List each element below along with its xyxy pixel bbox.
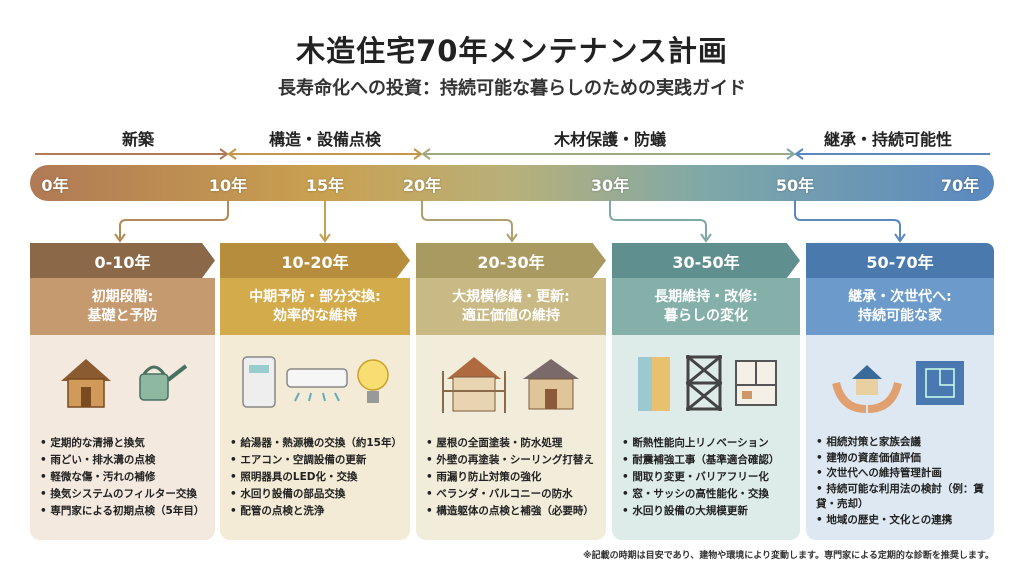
year-label: 15年 bbox=[305, 176, 345, 195]
heading-line: 基礎と予防 bbox=[87, 307, 158, 324]
card-range: 50-70年 bbox=[806, 243, 994, 278]
card-heading: 初期段階: 基礎と予防 bbox=[30, 278, 215, 335]
year-label: 10年 bbox=[208, 176, 248, 195]
phase-label: 木材保護・防蟻 bbox=[553, 130, 667, 149]
task-item: 相続対策と家族会議 bbox=[816, 435, 990, 451]
heading-line: 暮らしの変化 bbox=[664, 307, 748, 324]
house-scaffolding-icon bbox=[442, 357, 506, 413]
task-item: 軽微な傷・汚れの補修 bbox=[40, 469, 211, 486]
watering-can-icon bbox=[138, 364, 187, 401]
task-item: 雨どい・排水溝の点検 bbox=[40, 452, 211, 469]
page-title: 木造住宅70年メンテナンス計画 bbox=[296, 34, 728, 68]
card-heading: 中期予防・部分交換: 効率的な維持 bbox=[220, 278, 410, 335]
heading-line: 中期予防・部分交換: bbox=[249, 288, 381, 305]
task-list: 相続対策と家族会議 建物の資産価値評価 次世代への維持管理計画 持続可能な利用法… bbox=[816, 435, 990, 528]
card-10-20: 10-20年 中期予防・部分交換: 効率的な維持 給湯器・熱源機の交換（約15年）… bbox=[220, 243, 410, 540]
wooden-house-icon bbox=[60, 359, 111, 408]
task-item: 外壁の再塗装・シーリング打替え bbox=[426, 452, 602, 469]
card-heading: 長期維持・改修: 暮らしの変化 bbox=[612, 278, 800, 335]
task-item: 雨漏り防止対策の強化 bbox=[426, 469, 602, 486]
year-label: 70年 bbox=[940, 176, 980, 195]
card-heading: 大規模修繕・更新: 適正価値の維持 bbox=[416, 278, 606, 335]
task-item: 窓・サッシの高性能化・交換 bbox=[622, 486, 796, 503]
card-0-10: 0-10年 初期段階: 基礎と予防 定期的な清掃と換気 雨どい・排水溝の点検 軽微… bbox=[30, 243, 215, 540]
card-range: 20-30年 bbox=[416, 243, 606, 278]
task-item: 次世代への維持管理計画 bbox=[816, 466, 990, 482]
timeline-bar bbox=[30, 165, 994, 201]
task-item: 屋根の全面塗装・防水処理 bbox=[426, 435, 602, 452]
card-body: 相続対策と家族会議 建物の資産価値評価 次世代への維持管理計画 持続可能な利用法… bbox=[806, 335, 994, 540]
card-body: 断熱性能向上リノベーション 耐震補強工事（基準適合確認） 間取り変更・バリアフリ… bbox=[612, 335, 800, 540]
task-item: 配管の点検と洗浄 bbox=[230, 503, 406, 520]
task-item: 換気システムのフィルター交換 bbox=[40, 486, 211, 503]
card-20-30: 20-30年 大規模修繕・更新: 適正価値の維持 屋根の全面塗装・防水処理 外壁の… bbox=[416, 243, 606, 540]
heading-line: 初期段階: bbox=[91, 288, 154, 305]
card-range: 30-50年 bbox=[612, 243, 800, 278]
task-item: 建物の資産価値評価 bbox=[816, 451, 990, 467]
hands-holding-house-icon bbox=[832, 365, 902, 413]
task-item: 給湯器・熱源機の交換（約15年） bbox=[230, 435, 406, 452]
roof-house-icon bbox=[523, 359, 579, 410]
heading-line: 効率的な維持 bbox=[273, 307, 357, 324]
page-subtitle: 長寿命化への投資：持続可能な暮らしのための実践ガイド bbox=[278, 78, 746, 99]
insulation-panel-icon bbox=[638, 357, 670, 411]
card-range: 10-20年 bbox=[220, 243, 410, 278]
task-item: 耐震補強工事（基準適合確認） bbox=[622, 452, 796, 469]
card-range: 0-10年 bbox=[30, 243, 215, 278]
task-item: 持続可能な利用法の検討（例：賃貸・売却） bbox=[816, 482, 990, 513]
heading-line: 長期維持・改修: bbox=[654, 288, 758, 305]
task-item: 間取り変更・バリアフリー化 bbox=[622, 469, 796, 486]
heading-line: 持続可能な家 bbox=[858, 307, 942, 324]
task-item: 専門家による初期点検（5年目） bbox=[40, 503, 211, 520]
task-item: 水回り設備の大規模更新 bbox=[622, 503, 796, 520]
card-body: 定期的な清掃と換気 雨どい・排水溝の点検 軽微な傷・汚れの補修 換気システムのフ… bbox=[30, 335, 215, 540]
task-item: 定期的な清掃と換気 bbox=[40, 435, 211, 452]
year-label: 30年 bbox=[590, 176, 630, 195]
task-item: 断熱性能向上リノベーション bbox=[622, 435, 796, 452]
task-list: 屋根の全面塗装・防水処理 外壁の再塗装・シーリング打替え 雨漏り防止対策の強化 … bbox=[426, 435, 602, 520]
timeline-connectors bbox=[114, 200, 906, 243]
phase-arrows bbox=[35, 148, 990, 160]
phase-label: 構造・設備点検 bbox=[268, 130, 382, 149]
seismic-frame-icon bbox=[686, 355, 722, 411]
year-label: 20年 bbox=[402, 176, 442, 195]
card-heading: 継承・次世代へ: 持続可能な家 bbox=[806, 278, 994, 335]
task-list: 断熱性能向上リノベーション 耐震補強工事（基準適合確認） 間取り変更・バリアフリ… bbox=[622, 435, 796, 520]
phase-label: 継承・持続可能性 bbox=[823, 130, 953, 149]
heading-line: 継承・次世代へ: bbox=[848, 288, 952, 305]
footnote: ※記載の時期は目安であり、建物や環境により変動します。専門家による定期的な診断を… bbox=[582, 551, 994, 561]
floor-plan-icon bbox=[735, 360, 777, 406]
task-item: 水回り設備の部品交換 bbox=[230, 486, 406, 503]
task-item: 構造躯体の点検と補強（必要時） bbox=[426, 503, 602, 520]
task-item: 地域の歴史・文化との連携 bbox=[816, 513, 990, 529]
light-bulb-icon bbox=[357, 359, 389, 403]
task-item: エアコン・空調設備の更新 bbox=[230, 452, 406, 469]
task-item: ベランダ・バルコニーの防水 bbox=[426, 486, 602, 503]
card-body: 給湯器・熱源機の交換（約15年） エアコン・空調設備の更新 照明器具のLED化・… bbox=[220, 335, 410, 540]
card-30-50: 30-50年 長期維持・改修: 暮らしの変化 断熱性能向上リノベーション 耐震補強… bbox=[612, 243, 800, 540]
task-list: 定期的な清掃と換気 雨どい・排水溝の点検 軽微な傷・汚れの補修 換気システムのフ… bbox=[40, 435, 211, 520]
card-50-70: 50-70年 継承・次世代へ: 持続可能な家 相続対策と家族会議 建物の資産価値評… bbox=[806, 243, 994, 540]
air-conditioner-icon bbox=[286, 368, 348, 402]
water-heater-icon bbox=[242, 356, 276, 408]
heading-line: 大規模修繕・更新: bbox=[452, 288, 570, 305]
phase-label: 新築 bbox=[121, 130, 155, 149]
task-item: 照明器具のLED化・交換 bbox=[230, 469, 406, 486]
card-body: 屋根の全面塗装・防水処理 外壁の再塗装・シーリング打替え 雨漏り防止対策の強化 … bbox=[416, 335, 606, 540]
year-label: 50年 bbox=[775, 176, 815, 195]
task-list: 給湯器・熱源機の交換（約15年） エアコン・空調設備の更新 照明器具のLED化・… bbox=[230, 435, 406, 520]
year-label: 0年 bbox=[41, 176, 69, 195]
heading-line: 適正価値の維持 bbox=[462, 307, 560, 324]
blueprint-icon bbox=[916, 361, 964, 405]
